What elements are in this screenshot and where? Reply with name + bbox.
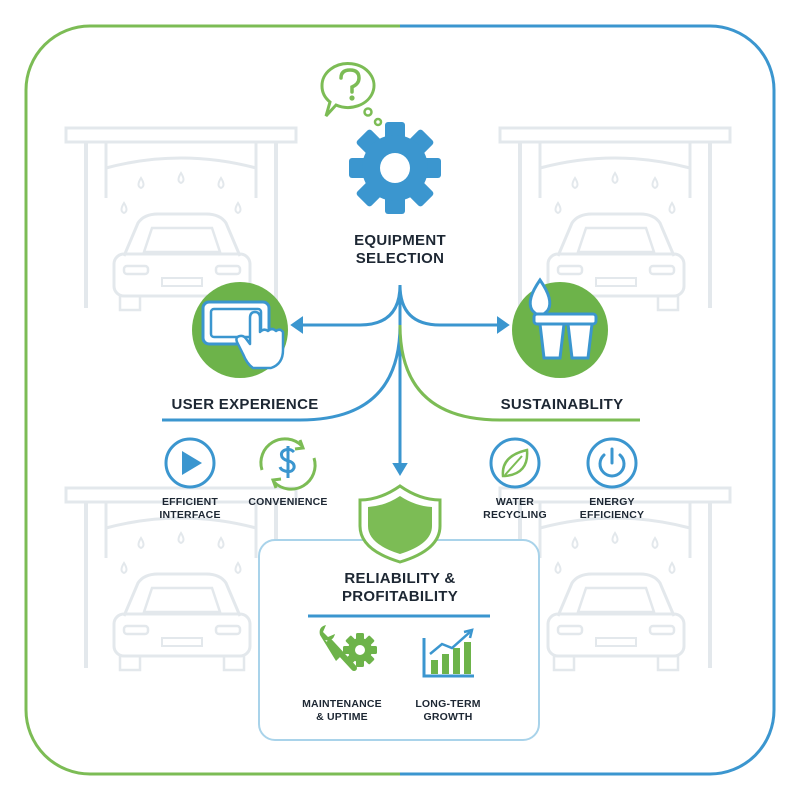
user-experience-title: USER EXPERIENCE bbox=[171, 396, 319, 413]
gear-icon bbox=[349, 122, 441, 214]
energy-efficiency-line2: EFFICIENCY bbox=[579, 508, 645, 521]
long-term-growth-line2: GROWTH bbox=[423, 710, 473, 723]
maintenance-uptime-line2: & UPTIME bbox=[316, 710, 368, 723]
equipment-selection-line1: EQUIPMENT bbox=[354, 232, 446, 249]
sustainability-title: SUSTAINABLITY bbox=[500, 396, 624, 413]
connector-lines bbox=[162, 284, 640, 476]
outer-frame bbox=[24, 24, 776, 776]
energy-efficiency-line1: ENERGY bbox=[589, 496, 635, 508]
convenience-label: CONVENIENCE bbox=[238, 496, 338, 509]
background-carwash-top-left bbox=[64, 126, 298, 312]
wrench-gear-icon bbox=[319, 625, 377, 671]
efficient-interface-label: EFFICIENT INTERFACE bbox=[140, 496, 240, 522]
water-filter-icon bbox=[512, 277, 608, 378]
power-icon bbox=[586, 437, 638, 489]
water-recycling-line2: RECYCLING bbox=[483, 508, 547, 521]
maintenance-uptime-line1: MAINTENANCE bbox=[302, 698, 382, 710]
dollar-cycle-icon bbox=[259, 437, 317, 491]
water-recycling-line1: WATER bbox=[495, 496, 535, 508]
reliability-title-line2: PROFITABILITY bbox=[341, 588, 459, 606]
energy-efficiency-label: ENERGY EFFICIENCY bbox=[562, 496, 662, 522]
reliability-title-line1: RELIABILITY & bbox=[344, 570, 456, 587]
leaf-icon bbox=[489, 437, 541, 489]
long-term-growth-label: LONG-TERM GROWTH bbox=[398, 698, 498, 724]
touchscreen-icon bbox=[192, 282, 288, 378]
play-icon bbox=[164, 437, 216, 489]
water-recycling-label: WATER RECYCLING bbox=[465, 496, 565, 522]
efficient-interface-line2: INTERFACE bbox=[159, 508, 221, 521]
growth-chart-icon bbox=[422, 628, 474, 678]
equipment-selection-label: EQUIPMENT SELECTION bbox=[320, 232, 480, 269]
long-term-growth-line1: LONG-TERM bbox=[415, 698, 481, 710]
reliability-profitability-title: RELIABILITY & PROFITABILITY bbox=[300, 570, 500, 607]
background-carwash-top-right bbox=[498, 126, 732, 312]
equipment-selection-line2: SELECTION bbox=[355, 250, 445, 268]
convenience-line1: CONVENIENCE bbox=[248, 496, 328, 508]
maintenance-uptime-label: MAINTENANCE & UPTIME bbox=[292, 698, 392, 724]
shield-icon bbox=[358, 484, 442, 564]
question-bubble-icon bbox=[320, 61, 383, 127]
efficient-interface-line1: EFFICIENT bbox=[161, 496, 219, 508]
